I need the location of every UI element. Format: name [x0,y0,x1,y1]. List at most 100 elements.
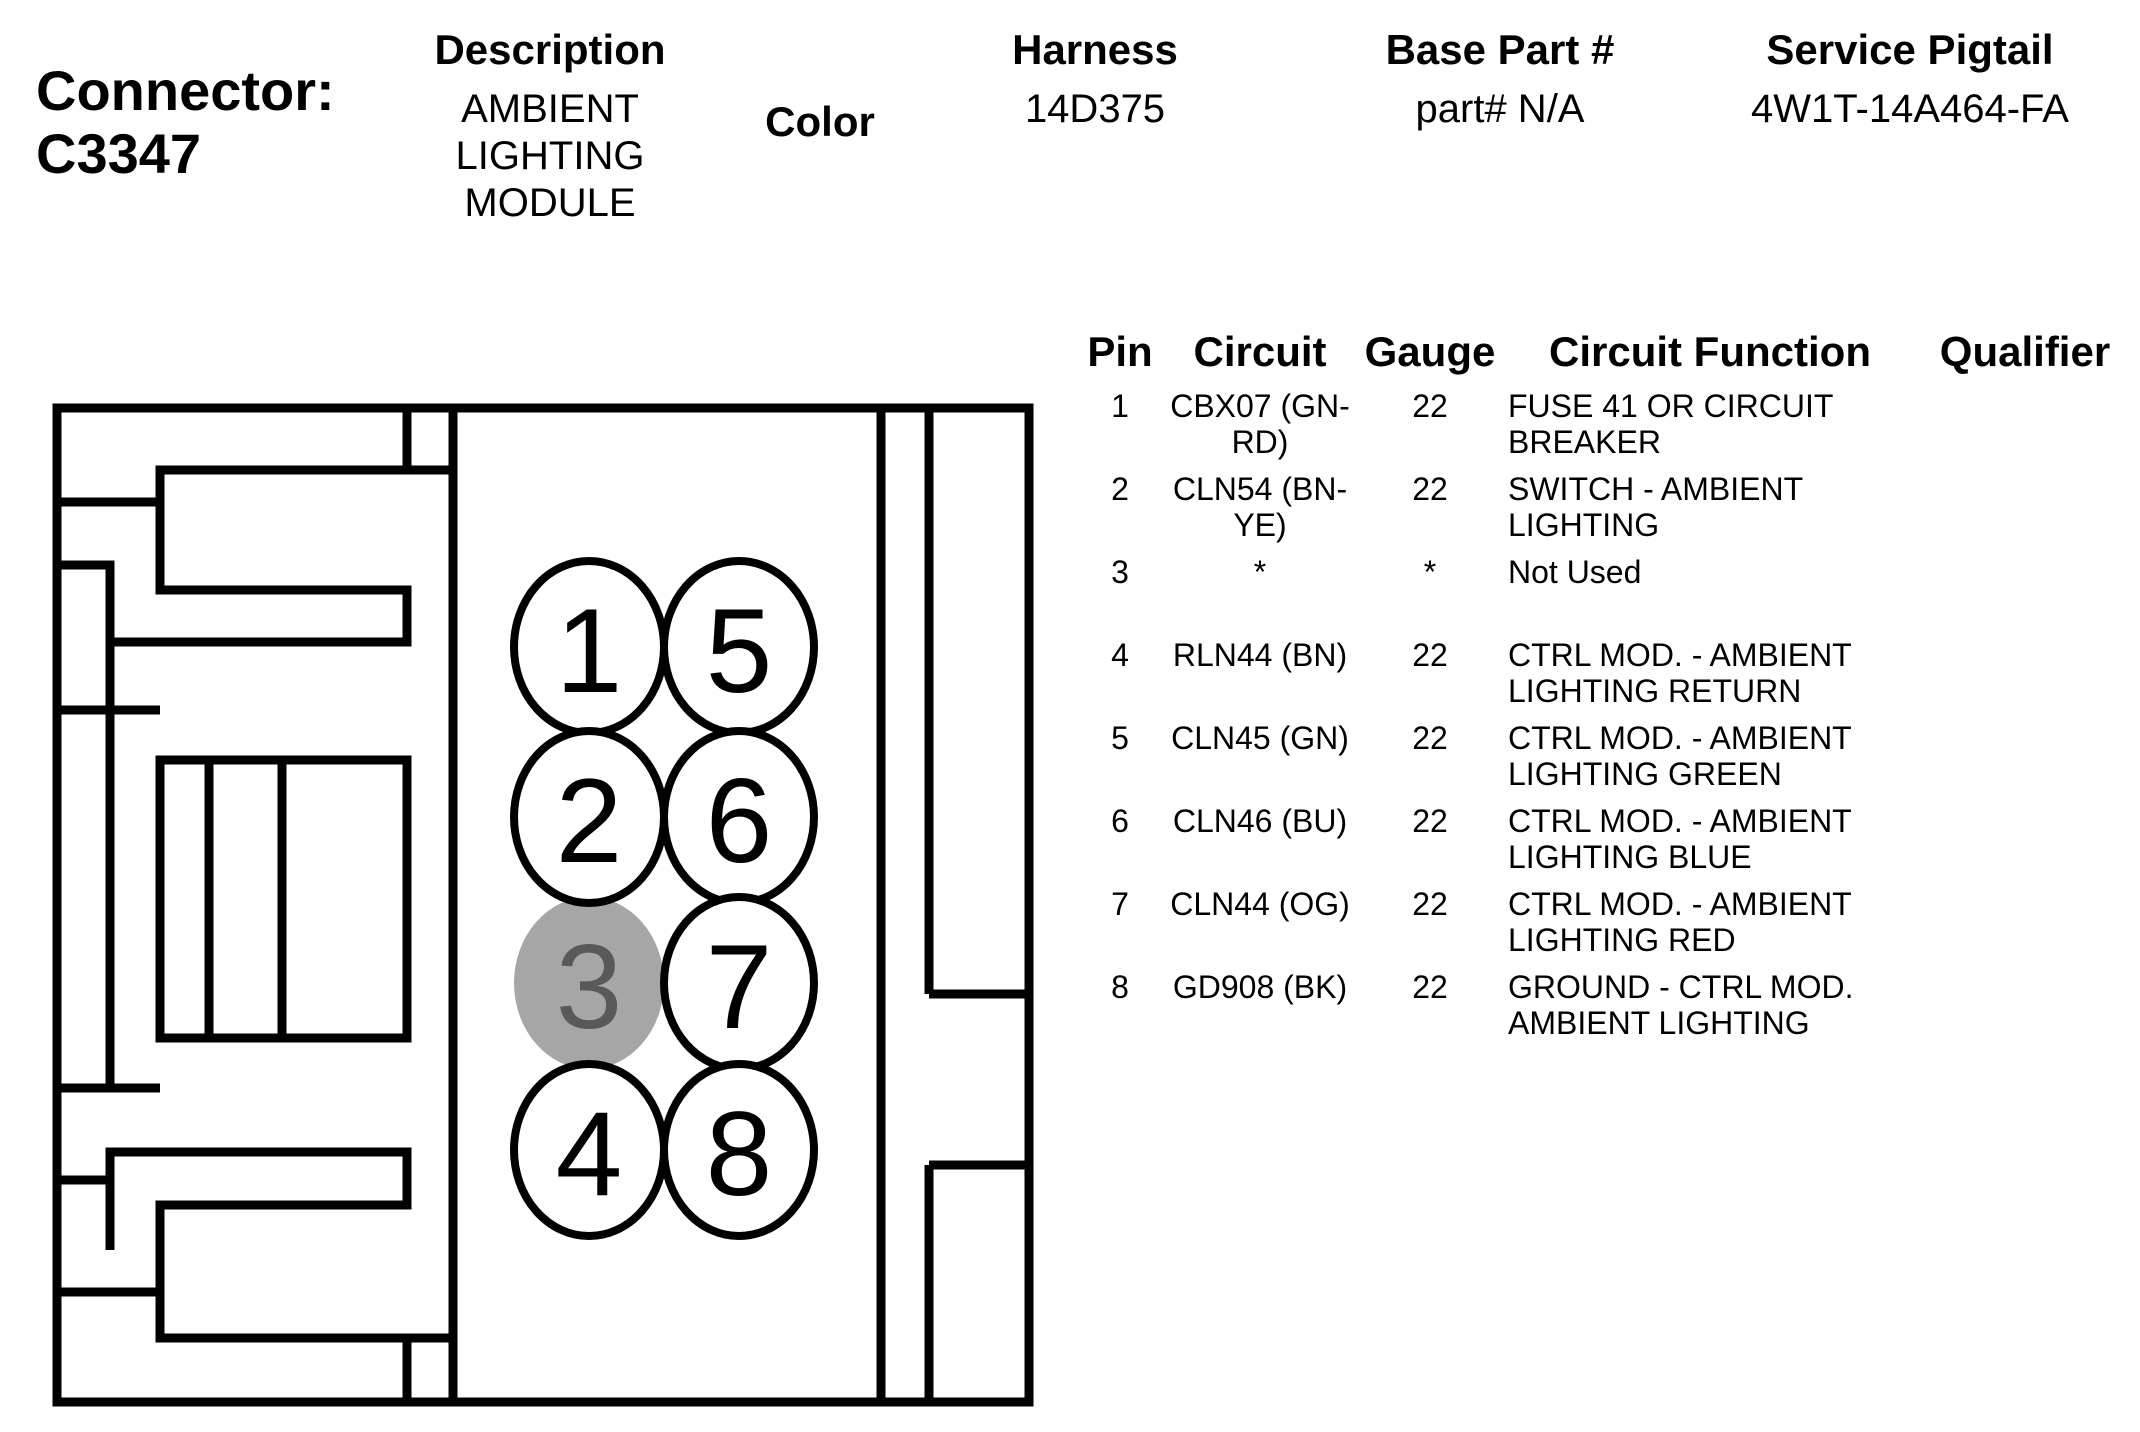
circuit-function-cell: GROUND - CTRL MOD.AMBIENT LIGHTING [1508,969,1908,1041]
circuit-function-cell-line: SWITCH - AMBIENT [1508,471,1804,507]
circuit-function-cell-line: BREAKER [1508,424,1661,460]
pin-number-label: 6 [706,754,773,888]
pin-cavity-3: 3 [514,897,664,1069]
connector-title: Connector: C3347 [36,59,376,185]
gauge-cell: 22 [1380,388,1480,424]
gauge-cell-line: 22 [1412,720,1448,756]
connector-id: C3347 [36,121,202,185]
bottom-latch-lower [155,1292,412,1402]
gauge-cell: 22 [1380,471,1480,507]
circuit-function-cell-line: CTRL MOD. - AMBIENT [1508,637,1852,673]
circuit-cell-line: CBX07 (GN- [1170,388,1350,424]
harness-value: 14D375 [1024,87,1166,131]
circuit-function-cell-line: LIGHTING GREEN [1508,756,1782,792]
pin-cell: 3 [1100,554,1140,590]
pin-cavity-7: 7 [660,893,818,1073]
pin-cavity-6: 6 [660,727,818,907]
circuit-cell: GD908 (BK) [1160,969,1360,1005]
circuit-function-cell-line: LIGHTING BLUE [1508,839,1752,875]
qualifier-column-header: Qualifier [1939,328,2111,375]
circuit-cell: CLN45 (GN) [1160,720,1360,756]
gauge-cell-line: 22 [1412,388,1448,424]
circuit-cell-line: RD) [1231,424,1289,460]
pin-number-label: 5 [706,584,773,718]
pin-number-label: 3 [556,920,623,1054]
pin-cell: 5 [1100,720,1140,756]
gauge-cell-line: 22 [1412,471,1448,507]
gauge-cell: 22 [1380,637,1480,673]
connector-face-diagram: 3 1 2 4 5 6 7 8 [52,403,1034,1407]
circuit-function-column-header: Circuit Function [1549,328,1871,375]
pin-cell-line: 2 [1111,471,1129,507]
circuit-function-cell-line: AMBIENT LIGHTING [1508,1005,1810,1041]
circuit-function-cell-line: CTRL MOD. - AMBIENT [1508,720,1852,756]
circuit-cell-line: * [1253,554,1267,590]
gauge-cell: * [1380,554,1480,590]
color-label: Color [765,98,875,145]
base-part-value: part# N/A [1415,87,1585,131]
housing-outline [52,403,1034,1407]
circuit-cell: RLN44 (BN) [1160,637,1360,673]
circuit-function-cell-line: LIGHTING RETURN [1508,673,1802,709]
circuit-column-header: Circuit [1193,328,1327,375]
gauge-cell-line: * [1423,554,1437,590]
circuit-cell: CLN54 (BN-YE) [1160,471,1360,543]
pin-cell-line: 3 [1111,554,1129,590]
pin-cell-line: 4 [1111,637,1129,673]
circuit-cell-line: RLN44 (BN) [1172,637,1348,673]
circuit-cell: CBX07 (GN-RD) [1160,388,1360,460]
circuit-cell: * [1160,554,1360,590]
pin-cavity-1: 1 [510,557,668,737]
pin-cavity-2: 2 [510,727,668,907]
gauge-cell-line: 22 [1412,969,1448,1005]
bottom-latch [57,1147,412,1297]
circuit-cell-line: CLN46 (BU) [1172,803,1348,839]
circuit-function-cell-line: FUSE 41 OR CIRCUIT [1508,388,1834,424]
service-pigtail-value: 4W1T-14A464-FA [1751,87,2069,131]
pin-cavity-5: 5 [660,557,818,737]
pin-cavity-circle [514,897,664,1069]
top-latch-upper [155,465,407,502]
pin-cell: 2 [1100,471,1140,507]
base-part-label: Base Part # [1385,26,1615,73]
pin-cell: 7 [1100,886,1140,922]
pin-cell-line: 7 [1111,886,1129,922]
circuit-cell-line: GD908 (BK) [1172,969,1348,1005]
pin-cavity-4: 4 [510,1060,668,1240]
circuit-cell: CLN44 (OG) [1160,886,1360,922]
harness-label: Harness [1012,26,1178,73]
gauge-cell: 22 [1380,720,1480,756]
pin-cell: 8 [1100,969,1140,1005]
pin-cell: 4 [1100,637,1140,673]
gauge-cell: 22 [1380,969,1480,1005]
pin-cell-line: 6 [1111,803,1129,839]
pin-cell-line: 5 [1111,720,1129,756]
pin-column-header: Pin [1087,328,1153,375]
circuit-function-cell: Not Used [1508,554,1908,590]
gauge-column-header: Gauge [1364,328,1496,375]
top-latch [57,497,412,647]
description-label: Description [434,26,666,73]
service-pigtail-label: Service Pigtail [1766,26,2054,73]
circuit-function-cell-line: CTRL MOD. - AMBIENT [1508,803,1852,839]
pin-number-label: 7 [706,920,773,1054]
description-value: AMBIENT LIGHTING MODULE [400,86,700,226]
gauge-cell-line: 22 [1412,886,1448,922]
pin-number-label: 8 [706,1087,773,1221]
gauge-cell: 22 [1380,886,1480,922]
connector-label: Connector: [36,59,335,122]
pin-cell: 1 [1100,388,1140,424]
circuit-function-cell-line: LIGHTING [1508,507,1660,543]
pin-number-label: 2 [556,754,623,888]
pin-cell-line: 8 [1111,969,1129,1005]
pin-cavity-8: 8 [660,1060,818,1240]
circuit-cell: CLN46 (BU) [1160,803,1360,839]
pin-cavity-circle [660,1060,818,1240]
pin-cell: 6 [1100,803,1140,839]
gauge-cell: 22 [1380,803,1480,839]
pin-cell-line: 1 [1111,388,1129,424]
